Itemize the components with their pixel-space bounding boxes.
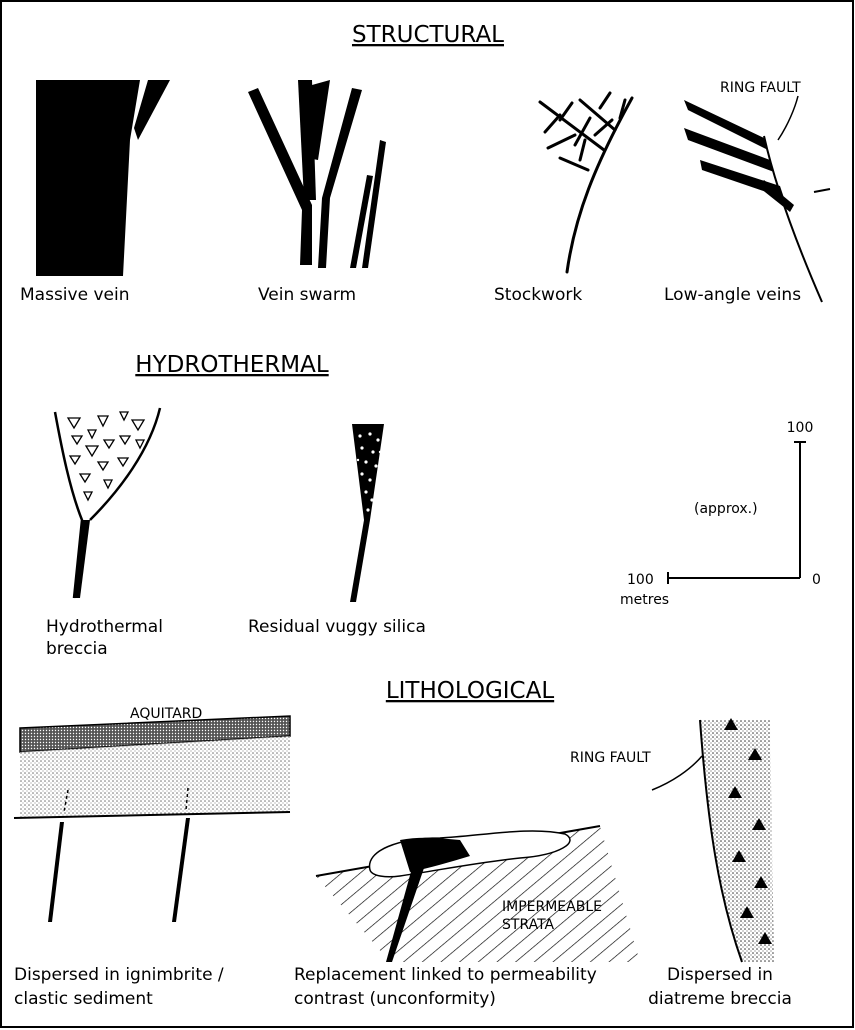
- caption-stockwork: Stockwork: [494, 285, 582, 305]
- replacement-figure: [316, 826, 640, 962]
- label-impermeable-2: STRATA: [502, 917, 555, 933]
- low-angle-veins-figure: [684, 96, 830, 302]
- caption-ignimbrite-1: Dispersed in ignimbrite /: [14, 965, 224, 985]
- section-title-structural: STRUCTURAL: [352, 22, 504, 48]
- label-ring-fault-bottom: RING FAULT: [570, 750, 651, 766]
- caption-replacement-2: contrast (unconformity): [294, 989, 496, 1009]
- caption-vein-swarm: Vein swarm: [258, 285, 356, 305]
- section-title-lithological: LITHOLOGICAL: [386, 678, 555, 704]
- caption-hydrothermal-breccia-1: Hydrothermal: [46, 617, 163, 637]
- caption-diatreme-2: diatreme breccia: [648, 989, 792, 1009]
- vein-swarm-figure: [248, 80, 386, 268]
- caption-residual-vuggy-silica: Residual vuggy silica: [248, 617, 426, 637]
- section-title-hydrothermal: HYDROTHERMAL: [135, 352, 329, 378]
- caption-hydrothermal-breccia-2: breccia: [46, 639, 108, 659]
- residual-vuggy-silica-figure: [350, 424, 384, 602]
- scale-units-label: metres: [620, 592, 669, 608]
- scale-vertical-top-label: 100: [787, 420, 814, 436]
- stockwork-figure: [540, 93, 632, 272]
- label-aquitard: AQUITARD: [130, 706, 202, 722]
- scale-note-label: (approx.): [694, 501, 758, 517]
- hydrothermal-breccia-figure: [55, 408, 160, 598]
- caption-low-angle-veins: Low-angle veins: [664, 285, 801, 305]
- scale-horizontal-left-label: 100: [627, 572, 654, 588]
- label-ring-fault-top: RING FAULT: [720, 80, 801, 96]
- caption-massive-vein: Massive vein: [20, 285, 129, 305]
- caption-diatreme-1: Dispersed in: [667, 965, 773, 985]
- caption-ignimbrite-2: clastic sediment: [14, 989, 153, 1009]
- diatreme-breccia-figure: [652, 718, 774, 962]
- ignimbrite-figure: [14, 716, 290, 922]
- label-impermeable-1: IMPERMEABLE: [502, 899, 602, 915]
- massive-vein-figure: [36, 80, 170, 276]
- caption-replacement-1: Replacement linked to permeability: [294, 965, 597, 985]
- scale-origin-label: 0: [812, 572, 821, 588]
